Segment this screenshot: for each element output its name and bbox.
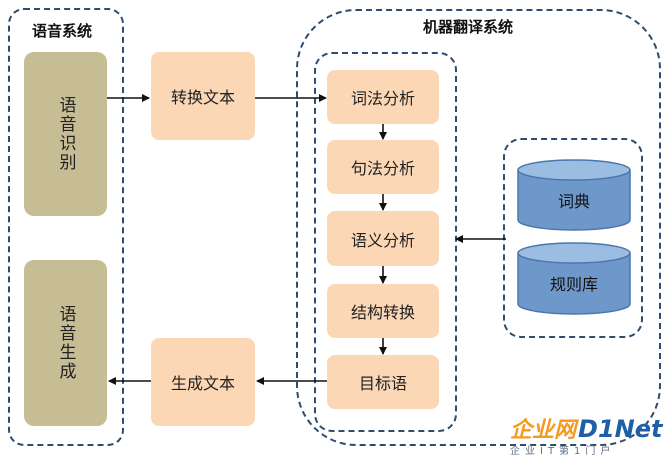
rule-base-database: 规则库 (517, 242, 631, 315)
speech-system-title: 语音系统 (29, 20, 96, 41)
speech-recognition-box: 语音识别 (24, 52, 107, 216)
knowledge-group (503, 138, 643, 338)
syntactic-analysis-box: 句法分析 (327, 140, 439, 194)
speech-generation-label: 语音生成 (55, 305, 76, 381)
watermark-logo: 企业网 D1Net 企业IT第1门户 (510, 412, 668, 457)
semantic-analysis-box: 语义分析 (327, 211, 439, 266)
target-language-box: 目标语 (327, 355, 439, 409)
lexical-analysis-box: 词法分析 (327, 70, 439, 124)
machine-translation-group (296, 9, 661, 446)
machine-translation-title: 机器翻译系统 (420, 16, 517, 37)
dictionary-database: 词典 (517, 159, 631, 231)
speech-generation-box: 语音生成 (24, 260, 107, 426)
structure-transfer-box: 结构转换 (327, 284, 439, 338)
speech-system-group (8, 8, 124, 446)
generate-text-box: 生成文本 (151, 338, 255, 426)
dictionary-label: 词典 (558, 192, 590, 211)
speech-recognition-label: 语音识别 (55, 96, 76, 172)
watermark-tagline: 企业IT第1门户 (510, 446, 616, 457)
rule-base-label: 规则库 (550, 275, 598, 294)
convert-text-box: 转换文本 (151, 52, 255, 140)
watermark-brand-en: D1Net (578, 415, 663, 443)
watermark-brand-cn: 企业网 (510, 418, 577, 443)
